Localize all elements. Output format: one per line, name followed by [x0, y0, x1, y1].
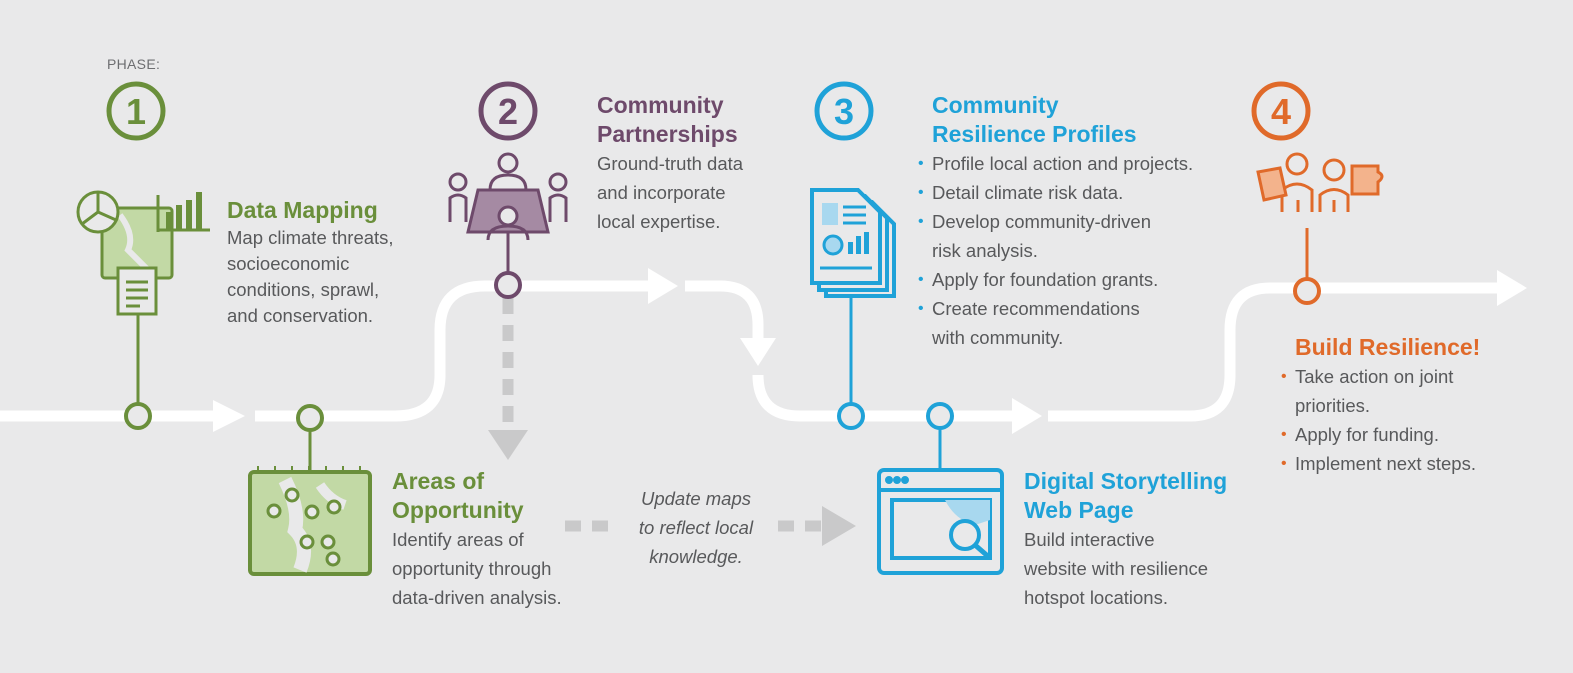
areas-of-opportunity-description: Identify areas of opportunity through da…	[392, 525, 622, 612]
text-line: Build interactive	[1024, 529, 1155, 550]
text-line: Apply for foundation grants.	[932, 269, 1159, 290]
text-line: Take action on joint	[1295, 366, 1454, 387]
path-node	[124, 402, 152, 430]
path-arrowhead	[740, 338, 776, 366]
phase-3-badge: 3	[814, 81, 874, 141]
build-resilience-title: Build Resilience!	[1295, 334, 1481, 360]
text-line: conditions, sprawl,	[227, 279, 380, 300]
community-partnerships-title: Community Partnerships	[597, 91, 797, 149]
text-line: opportunity through	[392, 558, 552, 579]
list-item: Detail climate risk data.	[918, 178, 1238, 207]
title-line: Community	[932, 92, 1059, 118]
path-node	[926, 402, 954, 430]
phase-label: PHASE:	[107, 56, 161, 72]
path-node	[1293, 277, 1321, 305]
text-line: Develop community-driven	[932, 211, 1152, 232]
path-node	[837, 402, 865, 430]
phase-1-badge: 1	[106, 81, 166, 141]
data-mapping-description: Map climate threats, socioeconomic condi…	[227, 225, 447, 329]
title-line: Web Page	[1024, 497, 1134, 523]
list-item: Apply for foundation grants.	[918, 265, 1238, 294]
text-line: and conservation.	[227, 305, 374, 326]
build-resilience-list: Take action on joint priorities. Apply fo…	[1281, 362, 1531, 478]
areas-of-opportunity-title: Areas of Opportunity	[392, 467, 622, 525]
text-line: data-driven analysis.	[392, 587, 562, 608]
text-line: website with resilience	[1024, 558, 1209, 579]
data-mapping-title: Data Mapping	[227, 197, 378, 223]
text-line: risk analysis.	[932, 240, 1038, 261]
text-line: socioeconomic	[227, 253, 350, 274]
text-line: and incorporate	[597, 182, 726, 203]
title-line: Resilience Profiles	[932, 121, 1137, 147]
note-line: to reflect local	[638, 517, 754, 538]
text-line: Identify areas of	[392, 529, 524, 550]
phase-1-number: 1	[126, 91, 146, 132]
update-maps-note: Update maps to reflect local knowledge.	[615, 484, 777, 571]
list-item: Create recommendations with community.	[918, 294, 1238, 352]
text-line: hotspot locations.	[1024, 587, 1168, 608]
list-item: Implement next steps.	[1281, 449, 1531, 478]
list-item: Profile local action and projects.	[918, 149, 1238, 178]
text-line: Implement next steps.	[1295, 453, 1476, 474]
phase-4-number: 4	[1271, 91, 1291, 132]
list-item: Develop community-driven risk analysis.	[918, 207, 1238, 265]
text-line: priorities.	[1295, 395, 1371, 416]
note-line: knowledge.	[649, 546, 743, 567]
community-partnerships-block: Community Partnerships Ground-truth data…	[597, 91, 797, 236]
data-mapping-block: Data Mapping Map climate threats, socioe…	[227, 196, 447, 329]
digital-storytelling-block: Digital Storytelling Web Page Build inte…	[1024, 467, 1274, 612]
phase-2-number: 2	[498, 91, 518, 132]
list-item: Apply for funding.	[1281, 420, 1531, 449]
path-arrowhead	[1012, 398, 1042, 434]
text-line: Map climate threats,	[227, 227, 394, 248]
report-documents-icon	[810, 188, 896, 298]
title-line: Community	[597, 92, 724, 118]
resilience-profiles-title: Community Resilience Profiles	[918, 91, 1238, 149]
phase-2-badge: 2	[478, 81, 538, 141]
path-node	[296, 404, 324, 432]
areas-of-opportunity-block: Areas of Opportunity Identify areas of o…	[392, 467, 622, 612]
community-partnerships-description: Ground-truth data and incorporate local …	[597, 149, 797, 236]
path-arrowhead	[1497, 270, 1527, 306]
phase-3-number: 3	[834, 91, 854, 132]
process-path	[0, 280, 1500, 422]
text-line: Ground-truth data	[597, 153, 744, 174]
path-arrowhead	[213, 400, 245, 432]
digital-storytelling-description: Build interactive website with resilienc…	[1024, 525, 1274, 612]
map-chart-document-icon	[76, 190, 210, 316]
resilience-profiles-block: Community Resilience Profiles Profile lo…	[918, 91, 1238, 352]
text-line: with community.	[932, 327, 1064, 348]
dashed-arrowhead	[822, 506, 856, 546]
title-line: Digital Storytelling	[1024, 468, 1228, 494]
text-line: local expertise.	[597, 211, 721, 232]
text-line: Create recommendations	[932, 298, 1140, 319]
people-puzzle-icon	[1256, 152, 1384, 212]
text-line: Profile local action and projects.	[932, 153, 1194, 174]
path-arrowhead	[648, 268, 678, 304]
path-node	[494, 271, 522, 299]
build-resilience-block: Build Resilience! Take action on joint pr…	[1281, 333, 1531, 478]
title-line: Areas of	[392, 468, 485, 494]
browser-map-search-icon	[877, 468, 1004, 575]
text-line: Apply for funding.	[1295, 424, 1439, 445]
meeting-table-icon	[448, 152, 568, 241]
resilience-profiles-list: Profile local action and projects. Detai…	[918, 149, 1238, 352]
title-line: Partnerships	[597, 121, 738, 147]
note-line: Update maps	[640, 488, 752, 509]
map-with-markers-icon	[248, 466, 372, 576]
phase-4-badge: 4	[1251, 81, 1311, 141]
title-line: Opportunity	[392, 497, 524, 523]
list-item: Take action on joint priorities.	[1281, 362, 1531, 420]
digital-storytelling-title: Digital Storytelling Web Page	[1024, 467, 1274, 525]
dashed-arrowhead	[488, 430, 528, 460]
text-line: Detail climate risk data.	[932, 182, 1124, 203]
